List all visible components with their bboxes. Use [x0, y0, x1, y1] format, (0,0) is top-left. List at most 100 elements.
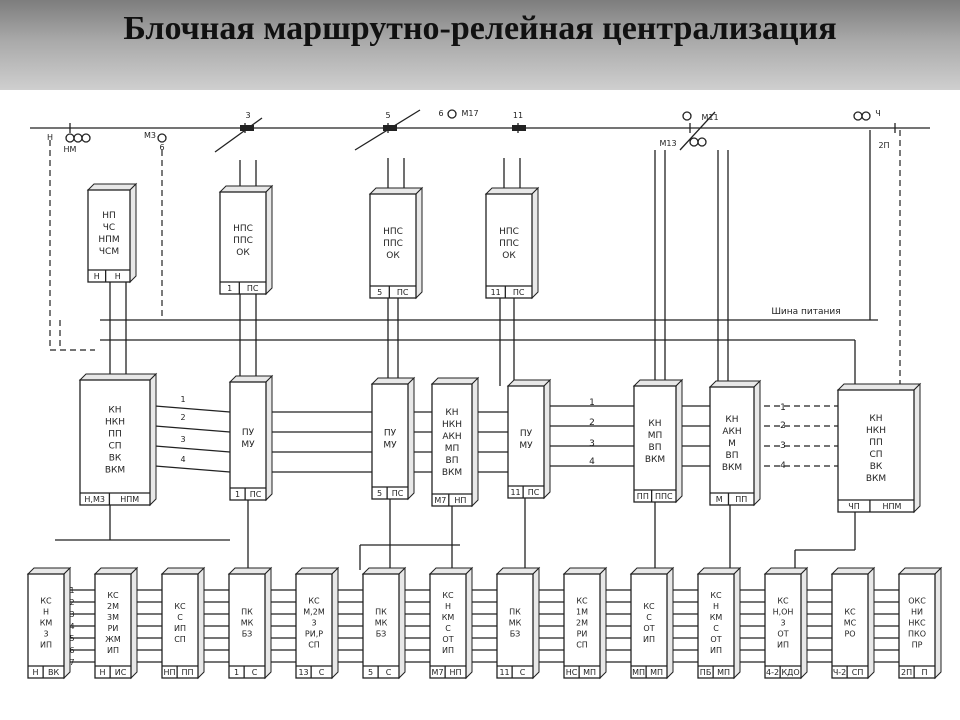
signal-lamp-icon [73, 133, 83, 143]
track-label: М13 [659, 139, 676, 148]
block-line: МУ [383, 441, 397, 451]
block-footer-label: М [716, 495, 723, 504]
block-line: ИП [174, 624, 186, 633]
block-top-face [227, 567, 273, 575]
block-line: ПУ [520, 429, 533, 439]
block-line: 3 [43, 630, 48, 639]
track-label: М3 [144, 131, 156, 140]
block-body [369, 193, 417, 299]
block-line: ИП [107, 646, 119, 655]
signal-lamp-icon [861, 111, 871, 121]
block-line: Н,ОН [773, 608, 794, 617]
block-line: ПКО [908, 630, 926, 639]
block-footer-label: Ч-2 [833, 668, 846, 677]
block-side-face [264, 566, 272, 680]
block-line: КС [777, 597, 789, 606]
block-footer-label: НП [454, 496, 466, 505]
block-side-face [149, 372, 157, 507]
block-line: ВК [109, 454, 122, 464]
switch-3 [214, 117, 263, 153]
track-label: Н [47, 133, 53, 142]
block-side-face [197, 566, 205, 680]
block-line: ПК [375, 608, 387, 617]
block-body [507, 385, 545, 499]
block-line: ППС [499, 239, 519, 249]
block-line: С [177, 613, 183, 622]
block-line: ИП [643, 635, 655, 644]
block-footer-label: С [386, 668, 392, 677]
block-footer-label: 11 [491, 288, 501, 297]
block-line: ППС [233, 236, 253, 246]
block-line: ВП [446, 456, 459, 466]
signal-lamp-icon [157, 133, 167, 143]
block-footer-label: 11 [499, 668, 509, 677]
block-footer-label: П [922, 668, 928, 677]
block-side-face [733, 566, 741, 680]
track-label: НМ [64, 145, 77, 154]
block-footer-label: 1 [234, 668, 239, 677]
block-body [831, 573, 869, 679]
block-side-face [129, 182, 137, 284]
block-footer-label: ПС [247, 284, 259, 293]
block-line: М [728, 439, 736, 449]
block-side-face [130, 566, 138, 680]
wire-number: 4 [180, 455, 185, 464]
block-footer-label: ПС [250, 490, 262, 499]
block-line: БЗ [376, 630, 387, 639]
wire-mid [154, 445, 231, 453]
block-line: 3 [780, 619, 785, 628]
block-footer-label: ПП [182, 668, 194, 677]
block-body [898, 573, 936, 679]
track-label: 6 [159, 143, 164, 152]
block-line: РИ [577, 630, 588, 639]
block-line: ПК [241, 608, 253, 617]
block-line: ВКМ [866, 474, 886, 484]
block-footer-label: НП [450, 668, 462, 677]
block-top-face [26, 567, 72, 575]
block-line: ППС [383, 239, 403, 249]
block-footer-label: МП [583, 668, 596, 677]
block-side-face [265, 374, 273, 502]
title-bar [0, 0, 960, 90]
switch-11 [679, 111, 716, 151]
block-line: НКН [105, 418, 125, 428]
block-line: ЧС [103, 223, 115, 233]
block-footer-label: МП [650, 668, 663, 677]
block-line: КС [643, 602, 655, 611]
block-line: ОТ [442, 635, 453, 644]
block-line: КН [108, 406, 121, 416]
block-line: КМ [710, 613, 723, 622]
block-line: БЗ [510, 630, 521, 639]
block-line: НКН [442, 420, 462, 430]
block-line: МП [445, 444, 460, 454]
block-line: ОК [236, 248, 250, 258]
block-body [295, 573, 333, 679]
block-line: 2М [576, 619, 588, 628]
track-label: 2П [878, 141, 889, 150]
wire-number: 1 [589, 398, 595, 408]
block-line: КС [174, 602, 186, 611]
block-top-face [294, 567, 340, 575]
block-body [630, 573, 668, 679]
block-side-face [398, 566, 406, 680]
block-body [27, 573, 65, 679]
block-footer-label: С [319, 668, 325, 677]
block-line: М,2М [303, 608, 325, 617]
block-body [362, 573, 400, 679]
block-body [371, 383, 409, 500]
block-line: НКС [908, 619, 926, 628]
block-line: 1М [576, 608, 588, 617]
block-top-face [484, 187, 540, 195]
block-side-face [532, 566, 540, 680]
wire-number: 6 [69, 646, 74, 655]
